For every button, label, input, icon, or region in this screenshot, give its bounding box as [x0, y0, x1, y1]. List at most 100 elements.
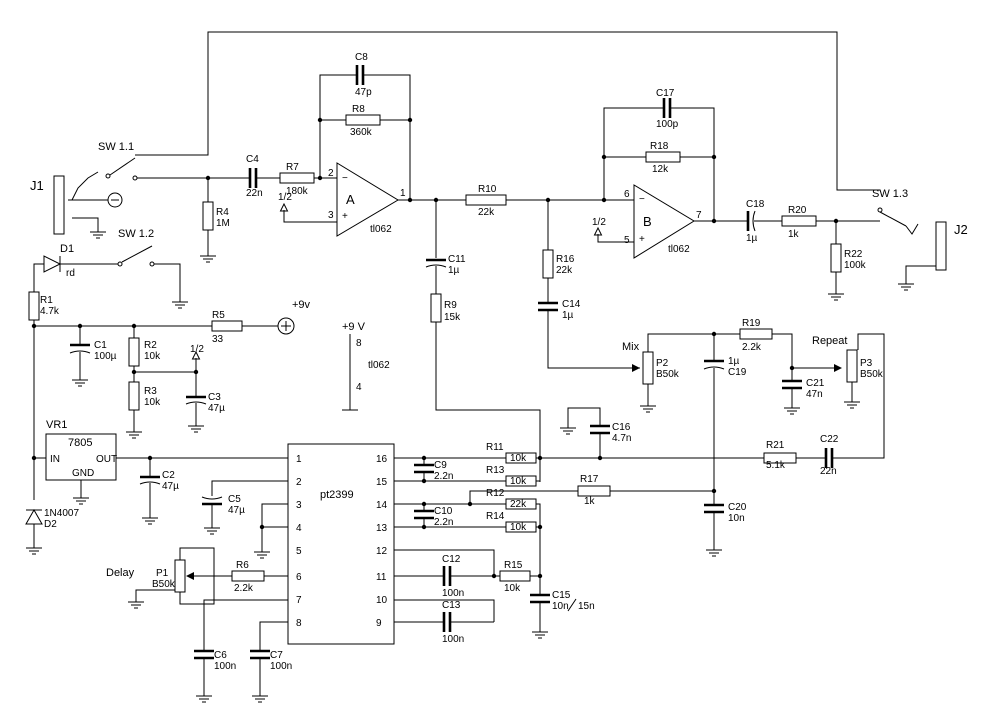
label-components-c10-ref: C10	[434, 506, 453, 517]
label-components-c18-value: 1µ	[746, 233, 758, 244]
pt2399-pin14-net: R17 1k 22k R12	[394, 474, 717, 594]
label-ic_power-pin_gnd: 4	[356, 382, 362, 393]
label-components-c5-value: 47µ	[228, 505, 245, 516]
label-pt2399-left_pins-1: 2	[296, 477, 302, 488]
output-c18-r20-r22: C18 1µ R20 1k R22 100k	[746, 199, 880, 301]
label-opamp_a-part: tl062	[370, 224, 392, 235]
label-nets-pos9v_top: +9v	[292, 299, 311, 311]
delay-pot-p1: Delay P1 B50k R6 2.2k	[106, 547, 288, 609]
label-components-r8-value: 360k	[350, 127, 373, 138]
label-components-c6-value: 100n	[214, 661, 236, 672]
pt2399-pin13-r14: 10k R14	[394, 511, 543, 533]
label-components-c18-ref: C18	[746, 199, 765, 210]
label-pt2399-left_pins-4: 5	[296, 546, 302, 557]
label-pt2399-left_pins-2: 3	[296, 500, 302, 511]
label-components-vr1-value: 7805	[68, 437, 92, 449]
capacitor-c16: C16 4.7n	[559, 407, 631, 458]
label-components-r11-value: 10k	[510, 453, 527, 464]
label-components-c21-value: 47n	[806, 389, 823, 400]
label-pt2399-right_pins-1: 15	[376, 477, 388, 488]
switch-sw1-1: SW 1.1	[98, 141, 250, 181]
label-components-r6-ref: R6	[236, 560, 249, 571]
label-components-c4-ref: C4	[246, 154, 259, 165]
capacitor-c10: C10 2.2n	[414, 504, 453, 530]
rail-9v: R5 33 +9v	[31, 299, 311, 345]
label-components-vr1-pin_gnd: GND	[72, 468, 94, 479]
label-components-c12-value: 100n	[442, 588, 464, 599]
output-jack-j2: J2	[897, 221, 968, 291]
label-components-c12-ref: C12	[442, 554, 461, 565]
label-components-c17-value: 100p	[656, 119, 679, 130]
label-components-r9-value: 15k	[444, 312, 461, 323]
label-opamp_b-part: tl062	[668, 244, 690, 255]
label-opamp_a-label: A	[346, 192, 355, 207]
label-components-p1-name: Delay	[106, 567, 135, 579]
label-components-r13-value: 10k	[510, 476, 527, 487]
label-components-r22-value: 100k	[844, 260, 867, 271]
label-components-r12-ref: R12	[486, 488, 505, 499]
label-pt2399-right_pins-7: 9	[376, 618, 382, 629]
label-components-r20-ref: R20	[788, 205, 807, 216]
divider-r2-r3: R2 10k R3 10k	[125, 323, 196, 439]
label-components-p2-value: B50k	[656, 369, 680, 380]
label-components-vr1-pin_out: OUT	[96, 454, 117, 465]
label-nets-half_a: 1/2	[278, 192, 292, 203]
capacitor-c1: C1 100µ	[69, 323, 117, 387]
capacitor-c20: C20 10n	[704, 502, 747, 557]
label-components-c17-ref: C17	[656, 88, 675, 99]
label-components-r17-value: 1k	[584, 496, 596, 507]
sw11-label: SW 1.1	[98, 141, 134, 153]
label-components-c15-value: 10n	[552, 601, 569, 612]
label-components-r22-ref: R22	[844, 249, 863, 260]
label-pt2399-left_pins-3: 4	[296, 523, 302, 534]
label-opamp_a-pin_out: 1	[400, 188, 406, 199]
svg-text:+: +	[639, 234, 645, 245]
label-components-r20-value: 1k	[788, 229, 800, 240]
label-components-c5-ref: C5	[228, 494, 241, 505]
label-components-r9-ref: R9	[444, 300, 457, 311]
label-components-r2-ref: R2	[144, 340, 157, 351]
j1-label: J1	[30, 178, 44, 193]
label-pt2399-right_pins-4: 12	[376, 546, 388, 557]
capacitor-c15: C15 10n 15n	[530, 590, 595, 639]
opamp-a-plus: +	[342, 211, 348, 222]
label-components-r7-value: 180k	[286, 186, 309, 197]
label-ic_power-pin_vcc: 8	[356, 338, 362, 349]
label-components-c13-ref: C13	[442, 600, 461, 611]
label-components-r15-value: 10k	[504, 583, 521, 594]
label-components-r21-ref: R21	[766, 440, 785, 451]
label-components-r15-ref: R15	[504, 560, 523, 571]
label-pt2399-left_pins-0: 1	[296, 454, 302, 465]
capacitor-c3: 1/2 C3 47µ	[185, 344, 225, 433]
label-components-r10-ref: R10	[478, 184, 497, 195]
label-components-r8-ref: R8	[352, 104, 365, 115]
label-components-c22-ref: C22	[820, 434, 839, 445]
label-components-c8-value: 47p	[355, 87, 372, 98]
label-components-r1-ref: R1	[40, 295, 53, 306]
label-opamp_b-pin_in_neg: 6	[624, 189, 630, 200]
label-components-c4-value: 22n	[246, 188, 263, 199]
power-input: D1 rd SW 1.2	[33, 228, 189, 309]
label-components-r14-value: 10k	[510, 522, 527, 533]
capacitor-c19: 1µ C19	[703, 334, 747, 504]
label-pt2399-right_pins-0: 16	[376, 454, 388, 465]
pt2399-pin7-c6: C6 100n	[194, 599, 288, 703]
label-components-p3-name: Repeat	[812, 335, 847, 347]
label-components-p1-value: B50k	[152, 579, 176, 590]
label-components-d2-value: 1N4007	[44, 508, 79, 519]
label-components-c7-value: 100n	[270, 661, 292, 672]
capacitor-c4: C4 22n	[246, 154, 280, 199]
label-opamp_b-pin_out: 7	[696, 210, 702, 221]
pt2399-pin16-net: 10k R11 R21 5.1k C22 22n	[394, 333, 885, 477]
label-pt2399-right_pins-5: 11	[376, 572, 387, 583]
label-switches-sw13: SW 1.3	[872, 188, 908, 200]
label-jacks-j2: J2	[954, 222, 968, 237]
label-components-c11-value: 1µ	[448, 265, 460, 276]
label-components-r16-ref: R16	[556, 254, 575, 265]
label-components-d1-value: rd	[66, 268, 75, 279]
label-components-c16-ref: C16	[612, 422, 631, 433]
label-components-r11-ref: R11	[486, 442, 504, 453]
label-components-r4-ref: R4	[216, 207, 229, 218]
label-components-r19-ref: R19	[742, 318, 761, 329]
label-components-c3-value: 47µ	[208, 403, 225, 414]
